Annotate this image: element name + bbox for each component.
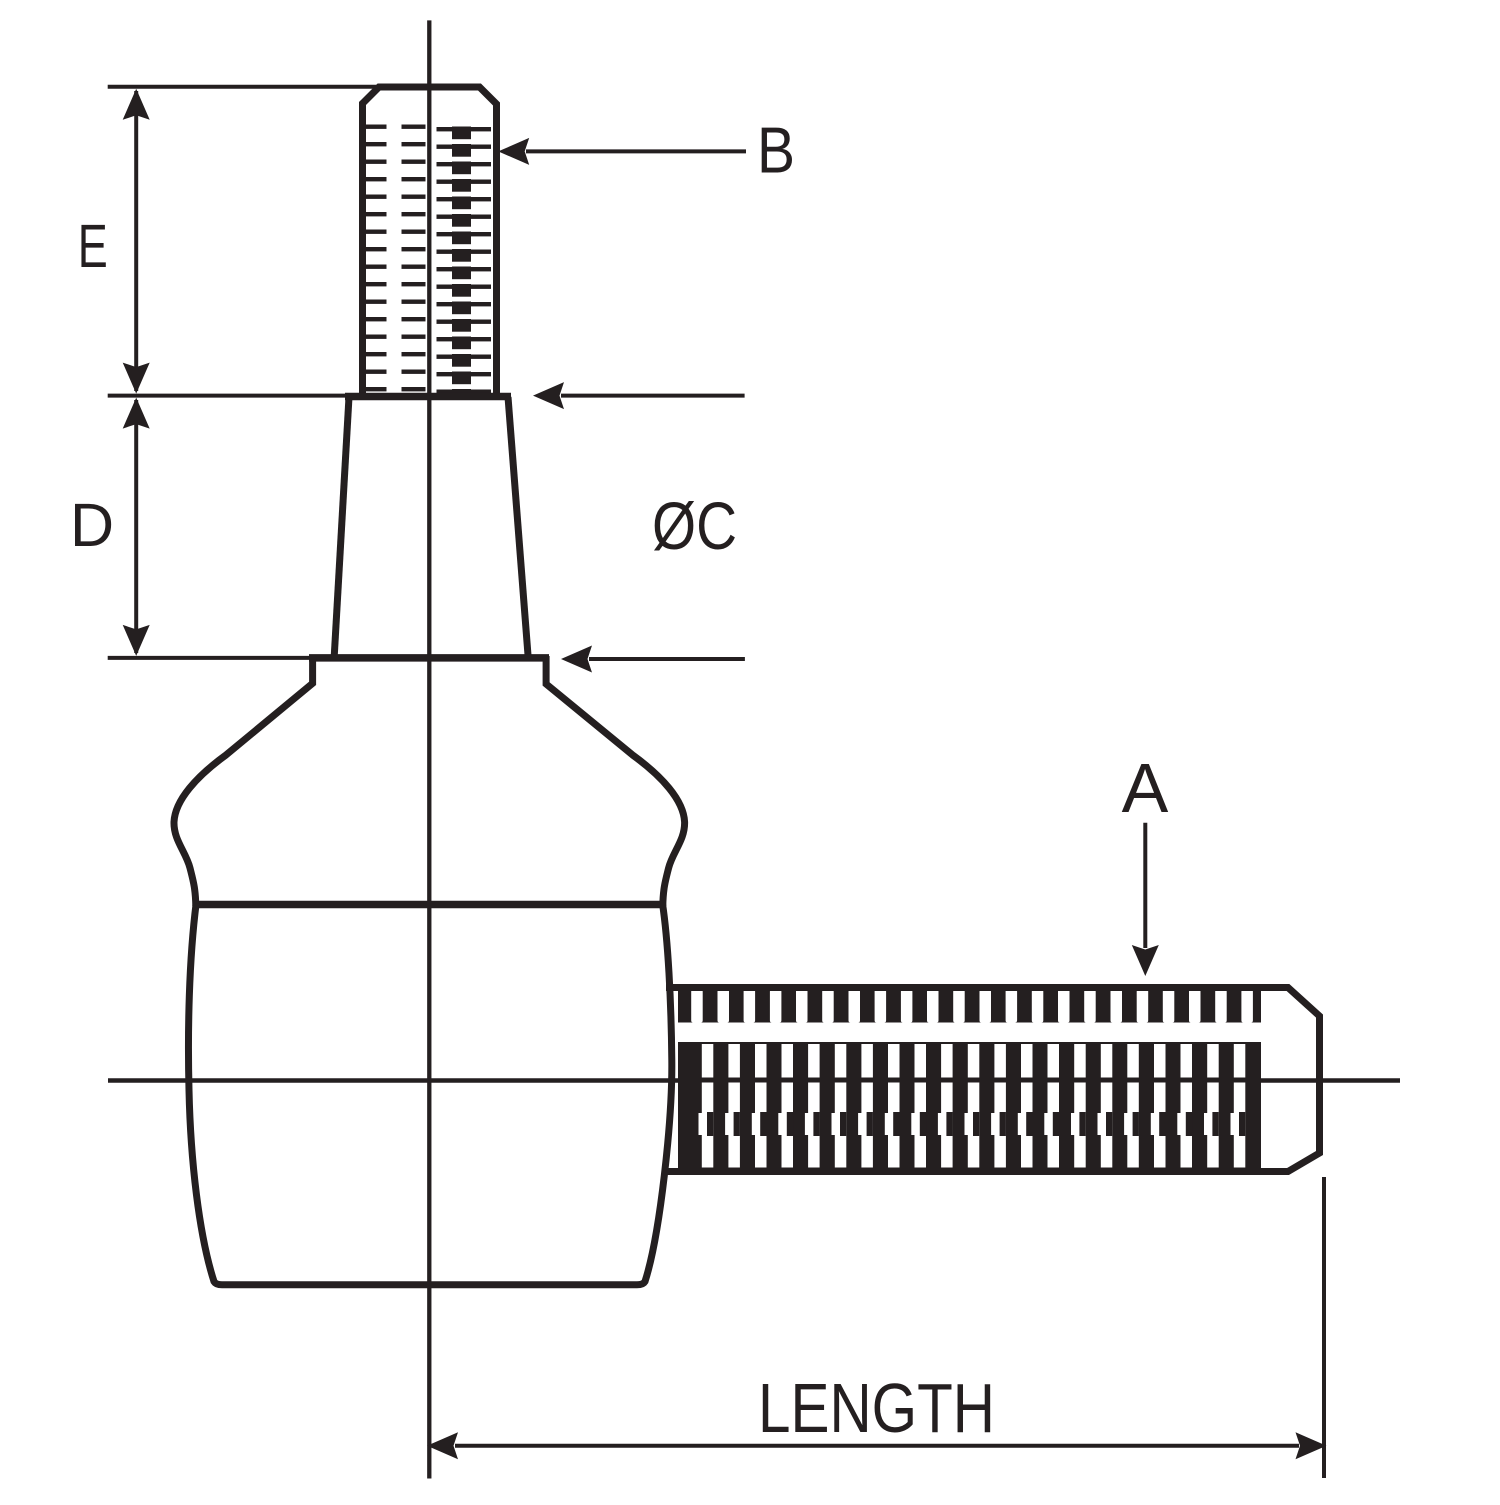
svg-text:B: B xyxy=(757,113,795,186)
svg-text:E: E xyxy=(78,212,108,280)
svg-text:ØC: ØC xyxy=(652,489,737,564)
svg-text:D: D xyxy=(70,491,114,559)
svg-text:LENGTH: LENGTH xyxy=(758,1369,995,1447)
svg-text:A: A xyxy=(1122,749,1169,827)
